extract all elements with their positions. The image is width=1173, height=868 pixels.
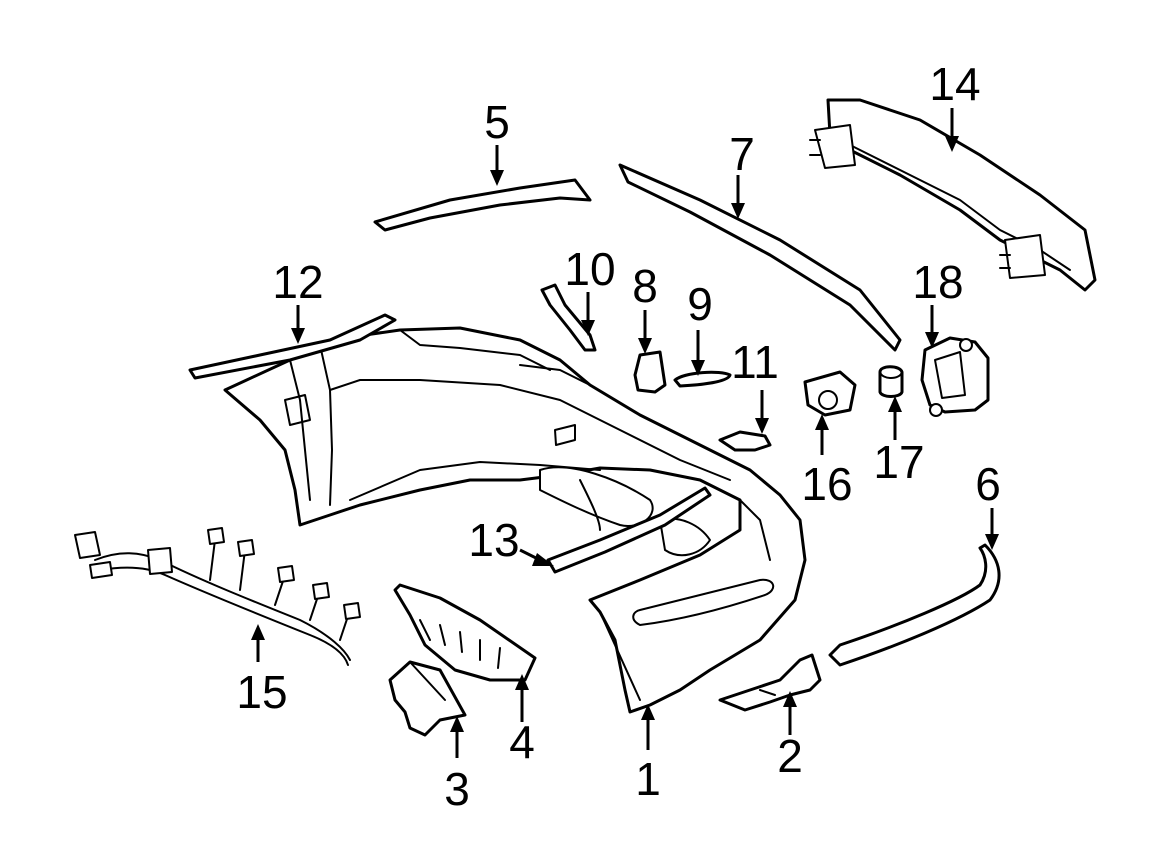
part-14-reinforcement (809, 98, 1097, 292)
part-7-strip (618, 163, 902, 352)
callout-labels: 1 2 3 4 5 6 7 8 9 10 11 12 13 14 15 16 1… (236, 58, 1000, 815)
callout-14: 14 (929, 58, 980, 110)
part-10-bracket (540, 283, 597, 352)
callout-7: 7 (729, 128, 755, 180)
callout-11: 11 (731, 336, 779, 388)
part-6-molding (828, 543, 1001, 667)
part-11-clip (718, 430, 772, 452)
part-1-bumper-cover (223, 326, 807, 714)
part-15-harness (74, 527, 361, 666)
callout-15: 15 (236, 666, 287, 718)
callout-1: 1 (635, 753, 661, 805)
callout-8: 8 (632, 260, 658, 312)
callout-13: 13 (468, 514, 519, 566)
part-18-bracket (920, 336, 990, 417)
callout-18: 18 (912, 256, 963, 308)
callout-2: 2 (777, 730, 803, 782)
part-3-bracket (388, 660, 467, 737)
callout-17: 17 (873, 436, 924, 488)
callout-9: 9 (687, 278, 713, 330)
part-13-strip (546, 486, 712, 574)
callout-3: 3 (444, 763, 470, 815)
callout-arrows (251, 108, 999, 758)
part-5-trim-strip (373, 178, 592, 232)
callout-16: 16 (801, 458, 852, 510)
callout-6: 6 (975, 458, 1001, 510)
part-4-absorber (393, 583, 537, 682)
callout-4: 4 (509, 716, 535, 768)
part-12-strip (188, 313, 397, 380)
part-2-bracket (718, 653, 822, 712)
part-17-ring (878, 365, 904, 398)
callout-5: 5 (484, 96, 510, 148)
callout-12: 12 (272, 256, 323, 308)
part-8-pad (633, 350, 667, 394)
part-9-strap (673, 370, 732, 388)
callout-10: 10 (564, 243, 615, 295)
part-16-sensor (803, 370, 857, 417)
